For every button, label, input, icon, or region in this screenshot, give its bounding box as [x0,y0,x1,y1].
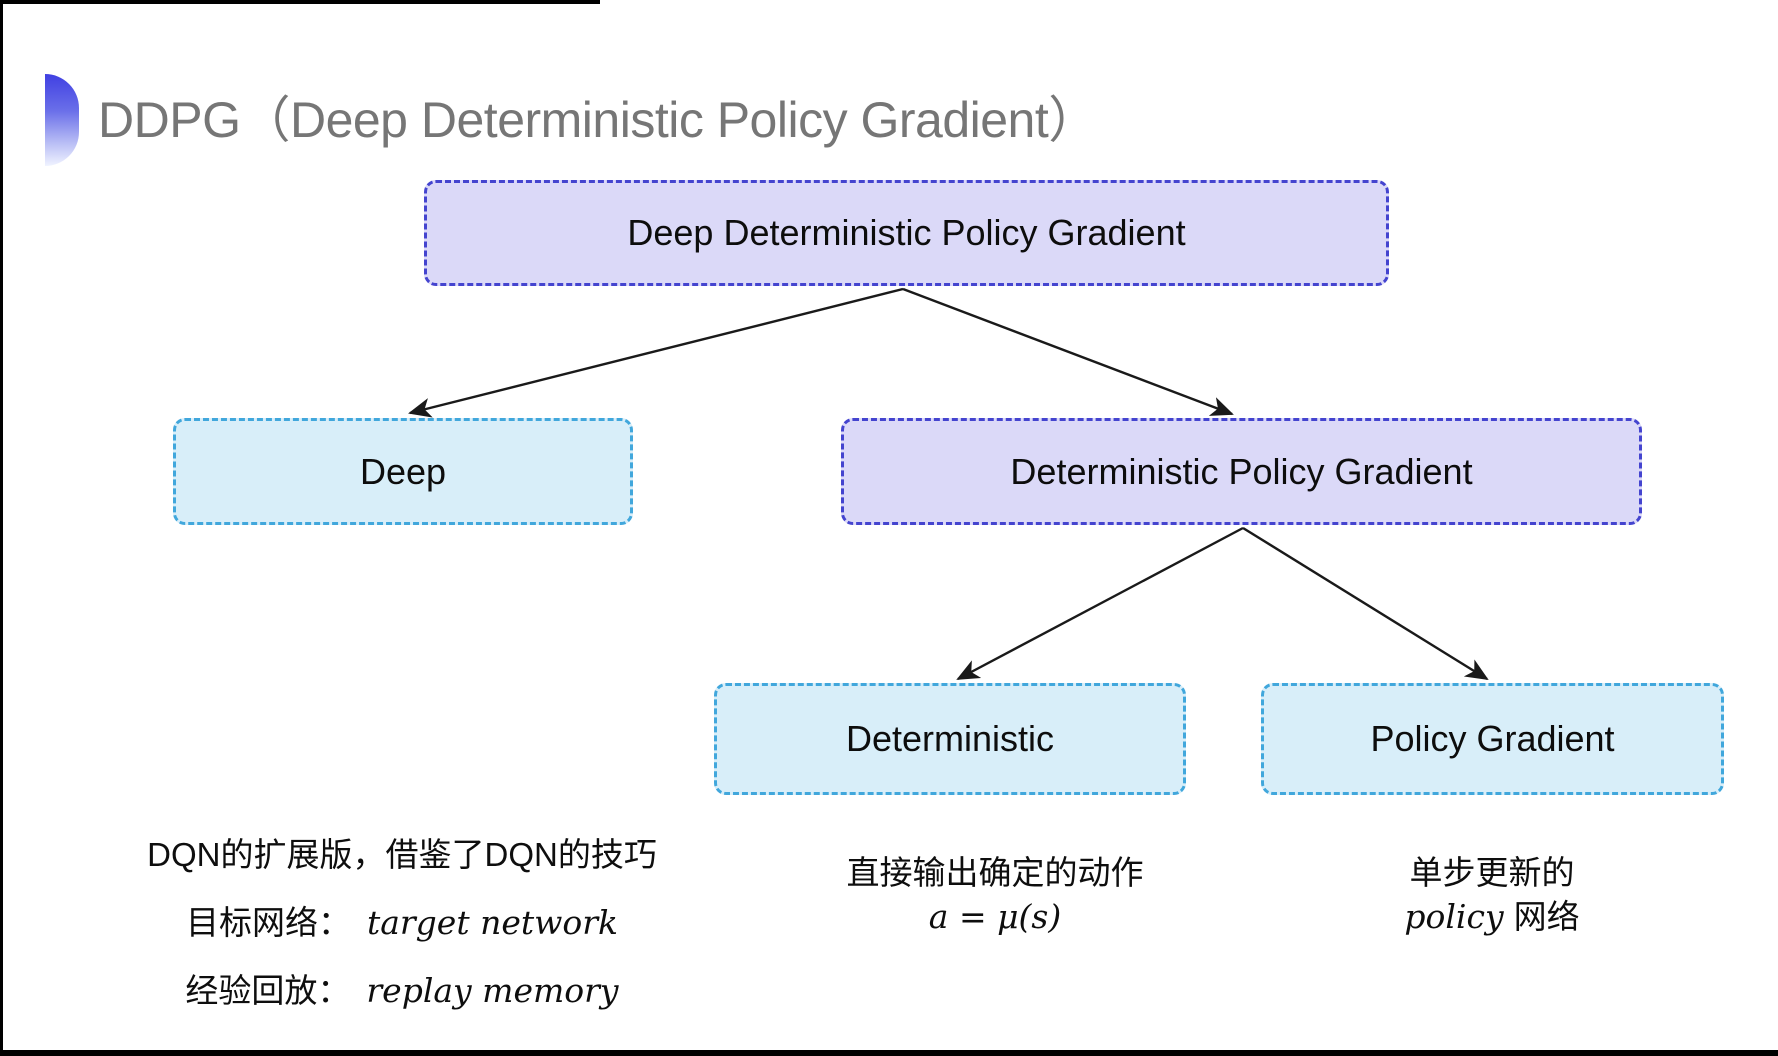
policy-network-label-zh: 网络 [1513,898,1580,935]
frame-left-edge [0,0,3,1056]
node-label: Deep [359,450,447,492]
node-label: Deep Deterministic Policy Gradient [627,212,1186,253]
node-deep: Deep [173,418,633,525]
note-deterministic: 直接输出确定的动作 a = μ(s) [795,851,1195,939]
target-network-label-zh: 目标网络： [185,904,351,941]
arrow-dpg-to-policy-gradient [1242,526,1489,681]
note-deterministic-formula: a = μ(s) [928,897,1062,936]
frame-top-edge [0,0,600,4]
node-label: Deterministic Policy Gradient [1010,450,1473,492]
node-label: Deterministic [845,718,1055,759]
frame-bottom-edge [0,1050,1778,1056]
node-label: Policy Gradient [1370,718,1615,759]
arrow-dpg-to-deterministic [956,526,1244,681]
node-deep-deterministic-policy-gradient: Deep Deterministic Policy Gradient [424,180,1389,286]
slide-title: DDPG（Deep Deterministic Policy Gradient） [98,92,1098,148]
replay-memory-label-en: replay memory [366,971,619,1010]
policy-network-label-en: policy [1404,897,1504,936]
note-policy-gradient-line: 单步更新的 [1409,854,1575,891]
title-accent-half-circle-icon [45,74,79,166]
note-dqn-line: DQN的扩展版，借鉴了DQN的技巧 [147,836,657,873]
arrow-root-to-deep [408,287,904,418]
node-policy-gradient: Policy Gradient [1261,683,1724,795]
note-deterministic-line: 直接输出确定的动作 [846,854,1144,891]
node-deterministic: Deterministic [714,683,1186,795]
note-replay-memory-line: 经验回放： replay memory [122,969,682,1013]
replay-memory-label-zh: 经验回放： [185,972,351,1009]
arrow-root-to-dpg [902,287,1234,416]
target-network-label-en: target network [366,903,619,942]
node-deterministic-policy-gradient: Deterministic Policy Gradient [841,418,1642,525]
note-deep: DQN的扩展版，借鉴了DQN的技巧 目标网络： target network 经验… [122,833,682,1013]
note-target-network-line: 目标网络： target network [122,901,682,945]
